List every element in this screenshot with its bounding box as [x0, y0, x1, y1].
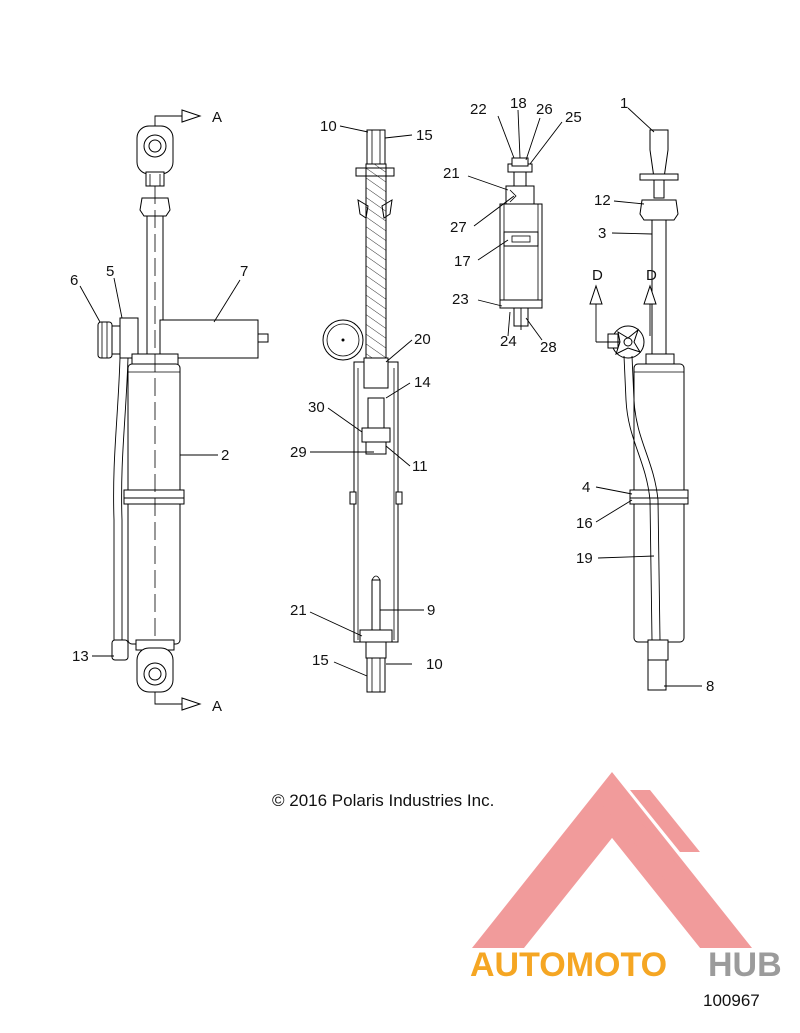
callout-8: 8 [706, 678, 714, 695]
callout-labels: 6 5 7 2 13 10 15 20 14 30 29 11 9 21 15 … [70, 95, 714, 695]
callout-6: 6 [70, 272, 78, 289]
callout-23: 23 [452, 291, 469, 308]
watermark-text: AUTOMOTO HUB [470, 946, 782, 984]
left-shock-view [97, 109, 269, 711]
callout-11: 11 [412, 458, 428, 475]
callout-14: 14 [414, 374, 431, 391]
callout-15-top: 15 [416, 127, 433, 144]
callout-19: 19 [576, 550, 593, 567]
callout-1: 1 [620, 95, 628, 112]
callout-7: 7 [240, 263, 248, 280]
callout-10-bottom: 10 [426, 656, 443, 673]
callout-10-top: 10 [320, 118, 337, 135]
callout-21-detail: 21 [443, 165, 460, 182]
reservoir-detail [499, 157, 543, 330]
drawing-number: 100967 [703, 991, 760, 1010]
callout-15-bottom: 15 [312, 652, 329, 669]
callout-20: 20 [414, 331, 431, 348]
callout-17: 17 [454, 253, 471, 270]
copyright-notice: © 2016 Polaris Industries Inc. [272, 791, 494, 810]
callout-16: 16 [576, 515, 593, 532]
callout-21-section: 21 [290, 602, 307, 619]
callout-4: 4 [582, 479, 590, 496]
section-mark-bottom: A [212, 698, 222, 715]
callout-22: 22 [470, 101, 487, 118]
callout-2: 2 [221, 447, 229, 464]
callout-9: 9 [427, 602, 435, 619]
callout-28: 28 [540, 339, 557, 356]
view-mark-right: D [646, 267, 657, 284]
callout-25: 25 [565, 109, 582, 126]
watermark-logo [472, 772, 752, 948]
callout-12: 12 [594, 192, 611, 209]
watermark-text-part1: AUTOMOTO [470, 946, 667, 984]
callout-5: 5 [106, 263, 114, 280]
callout-18: 18 [510, 95, 527, 112]
callout-27: 27 [450, 219, 467, 236]
callout-3: 3 [598, 225, 606, 242]
callout-29: 29 [290, 444, 307, 461]
callout-13: 13 [72, 648, 89, 665]
right-shock-view [589, 129, 689, 691]
callout-26: 26 [536, 101, 553, 118]
callout-24: 24 [500, 333, 517, 350]
section-a-view [322, 129, 403, 693]
section-mark-top: A [212, 109, 222, 126]
watermark-text-part2: HUB [708, 946, 782, 984]
callout-30: 30 [308, 399, 325, 416]
view-mark-left: D [592, 267, 603, 284]
